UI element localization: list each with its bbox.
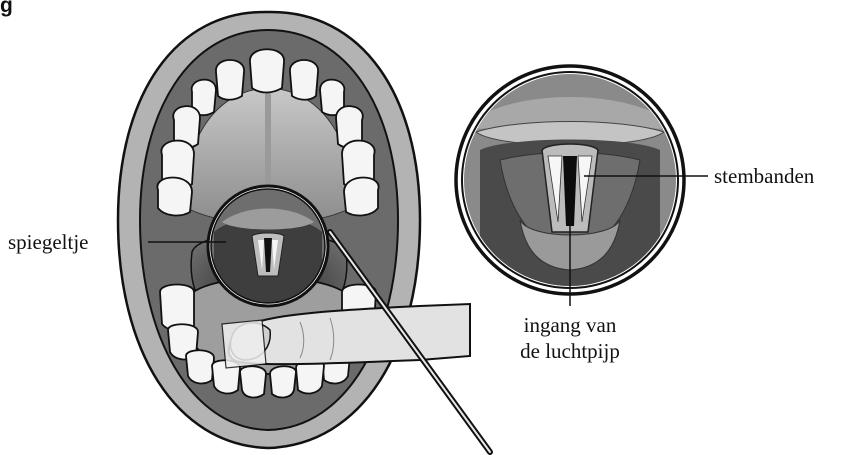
mouth-illustration <box>118 12 490 452</box>
gauze <box>222 320 266 368</box>
small-mirror <box>208 186 328 306</box>
figure-title: g <box>0 0 13 17</box>
mirror-label: spiegeltje <box>8 230 88 254</box>
trachea-label-line1: ingang van <box>524 313 617 337</box>
vocal-cords-label: stembanden <box>714 164 815 188</box>
trachea-label-line2: de luchtpijp <box>520 339 620 363</box>
